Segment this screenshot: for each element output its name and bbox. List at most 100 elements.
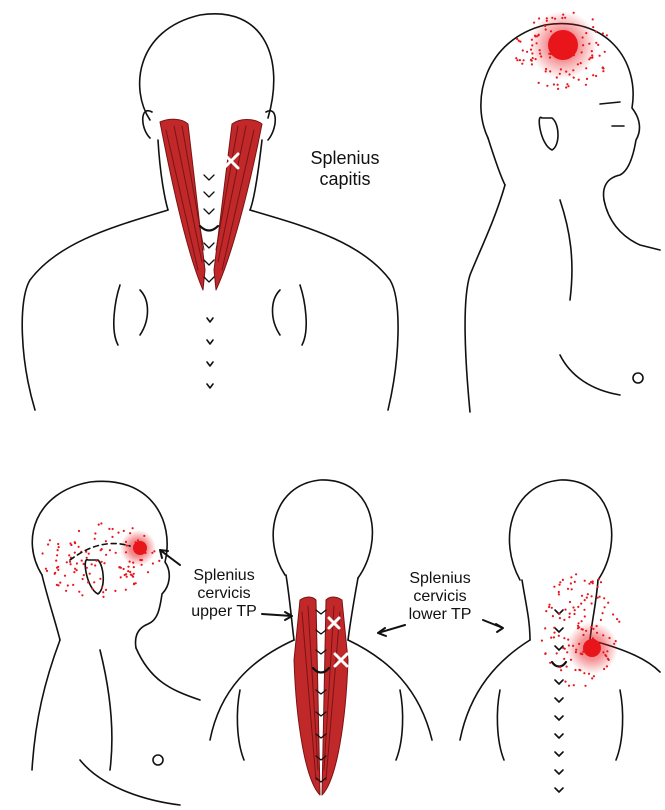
label-line: lower TP (393, 606, 487, 624)
referral-dot (114, 590, 116, 592)
referral-dot (562, 579, 564, 581)
referral-dot (516, 59, 518, 61)
referral-dot (68, 554, 70, 556)
ear-side (539, 117, 558, 150)
referral-dot (86, 567, 88, 569)
referral-dot (89, 573, 91, 575)
referral-dot (561, 34, 563, 36)
referral-dot (556, 652, 558, 654)
referral-dot (545, 28, 547, 30)
splenius-capitis-muscle (160, 119, 262, 290)
referral-dot (584, 615, 586, 617)
referral-dot (575, 651, 577, 653)
referral-dot (563, 619, 565, 621)
referral-dot (550, 637, 552, 639)
referral-dot (602, 634, 604, 636)
referral-dot (532, 57, 534, 59)
referral-dot (57, 566, 59, 568)
referral-dot (129, 561, 131, 563)
referral-dot (151, 552, 153, 554)
referral-dot (595, 651, 597, 653)
referral-dot (590, 626, 592, 628)
referral-dot (566, 651, 568, 653)
referral-dot (582, 44, 584, 46)
referral-dot (123, 530, 125, 532)
referral-dot (592, 628, 594, 630)
referral-dot (133, 573, 135, 575)
referral-dot (566, 83, 568, 85)
referral-dot (152, 562, 154, 564)
referral-dot (555, 40, 557, 42)
referral-dot (551, 607, 553, 609)
referral-dot (568, 644, 570, 646)
referral-dot (140, 541, 142, 543)
referral-dot (139, 559, 141, 561)
referral-dot (595, 42, 597, 44)
referral-dot (536, 42, 538, 44)
referral-dot (120, 576, 122, 578)
referral-dot (574, 669, 576, 671)
referral-dot (109, 549, 111, 551)
referral-dot (102, 596, 104, 598)
referral-dot (581, 595, 583, 597)
referral-dot (83, 574, 85, 576)
referral-dot (591, 54, 593, 56)
referral-dot (577, 627, 579, 629)
referral-dot (94, 532, 96, 534)
referral-dot (57, 584, 59, 586)
referral-dot (158, 560, 160, 562)
referral-dot (101, 548, 103, 550)
referral-dot (567, 85, 569, 87)
referral-dot (567, 588, 569, 590)
referral-dot (129, 571, 131, 573)
referral-dot (531, 60, 533, 62)
referral-dot (577, 606, 579, 608)
referral-dot (117, 532, 119, 534)
referral-dot (544, 627, 546, 629)
referral-dot (545, 610, 547, 612)
referral-dot (613, 643, 615, 645)
referral-dot (81, 560, 83, 562)
referral-dot (597, 597, 599, 599)
referral-dot (586, 597, 588, 599)
referral-dot (588, 43, 590, 45)
referral-dot (59, 582, 61, 584)
referral-dot (585, 630, 587, 632)
referral-dot (592, 18, 594, 20)
label-splenius-cervicis-lower: Splenius cervicis lower TP (393, 570, 487, 624)
referral-dot (127, 566, 129, 568)
referral-dot (573, 12, 575, 14)
referral-dot (81, 594, 83, 596)
referral-dot (544, 653, 546, 655)
referral-dot (94, 564, 96, 566)
referral-dot (518, 40, 520, 42)
referral-dot (593, 639, 595, 641)
referral-dot (562, 14, 564, 16)
splenius-cervicis-muscle (294, 597, 348, 795)
referral-dot (569, 601, 571, 603)
referral-dot (105, 589, 107, 591)
referral-dot (573, 77, 575, 79)
referral-dot (131, 574, 133, 576)
referral-dot (555, 47, 557, 49)
referral-dot (559, 54, 561, 56)
referral-dot (599, 55, 601, 57)
referral-dot (49, 539, 51, 541)
referral-dot (515, 57, 517, 59)
referral-dot (564, 609, 566, 611)
label-line: Splenius (393, 570, 487, 588)
referral-dot (560, 68, 562, 70)
referral-dot (558, 591, 560, 593)
referral-dot (521, 63, 523, 65)
referral-dot (531, 63, 533, 65)
referral-dot (534, 35, 536, 37)
referral-dot (554, 18, 556, 20)
referral-dot (539, 49, 541, 51)
referral-dot (141, 564, 143, 566)
head-outline-back-2 (273, 480, 372, 578)
referral-dot (582, 628, 584, 630)
referral-dot (585, 32, 587, 34)
referral-dot (578, 79, 580, 81)
referral-dot (573, 684, 575, 686)
referral-dot (564, 681, 566, 683)
